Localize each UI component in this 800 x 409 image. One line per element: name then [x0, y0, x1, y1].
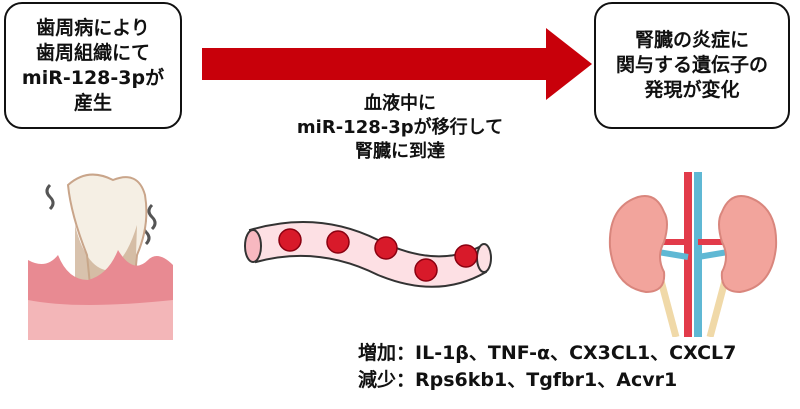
red-blood-cells — [278, 228, 478, 282]
decreased-genes-row: 減少：Rps6kb1、Tgfbr1、Acvr1 — [358, 367, 736, 394]
decrease-genes: Rps6kb1、Tgfbr1、Acvr1 — [415, 369, 678, 391]
arrow-label-line: 腎臓に到達 — [355, 141, 445, 162]
kidneys-illustration — [608, 172, 778, 337]
box-line: miR-128-3pが — [21, 66, 165, 89]
blood-vessel-illustration — [244, 221, 492, 288]
increase-genes: IL-1β、TNF-α、CX3CL1、CXCL7 — [415, 342, 737, 364]
box-line: 発現が変化 — [644, 79, 740, 101]
box-line: 腎臓の炎症に — [634, 29, 749, 51]
box-line: 関与する遺伝子の — [615, 54, 768, 76]
increase-label: 増加： — [358, 342, 416, 364]
periodontal-source-box: 歯周病により 歯周組織にて miR-128-3pが 産生 — [4, 2, 182, 129]
increased-genes-row: 増加：IL-1β、TNF-α、CX3CL1、CXCL7 — [358, 340, 736, 367]
diseased-tooth-illustration — [28, 173, 173, 340]
kidney-effect-box: 腎臓の炎症に 関与する遺伝子の 発現が変化 — [594, 2, 790, 129]
arrow-label: 血液中に miR-128-3pが移行して 腎臓に到達 — [250, 92, 550, 164]
box-line: 産生 — [73, 91, 112, 114]
decrease-label: 減少： — [358, 369, 416, 391]
arrow-label-line: 血液中に — [364, 93, 436, 114]
arrow-label-line: miR-128-3pが移行して — [296, 117, 504, 138]
gene-expression-results: 増加：IL-1β、TNF-α、CX3CL1、CXCL7 減少：Rps6kb1、T… — [358, 340, 736, 394]
red-arrow — [202, 28, 592, 100]
box-line: 歯周組織にて — [35, 41, 150, 64]
box-line: 歯周病により — [36, 16, 150, 39]
